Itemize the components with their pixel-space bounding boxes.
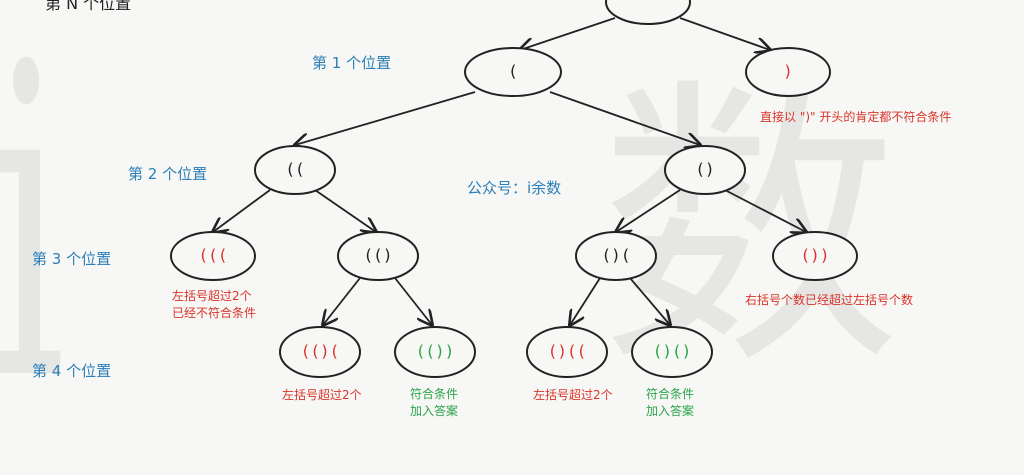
node-l1-right — [745, 47, 831, 97]
edge-l3-c-l4-c — [570, 277, 601, 325]
note-left-exceed-line-1: 左括号超过2个 — [172, 289, 252, 303]
position-label-2: 第 2 个位置 — [128, 165, 208, 183]
edge-l1-left-l2-right — [549, 91, 700, 145]
position-label-4: 第 4 个位置 — [32, 362, 112, 380]
node-text-l2-right: () — [695, 160, 714, 179]
edge-l3-b-l4-a — [323, 277, 361, 325]
node-text-l4-c: ()(( — [548, 342, 587, 361]
node-text-l1-right: ) — [783, 62, 793, 81]
node-l4-b — [394, 326, 476, 378]
tree-diagram: ( ) (( () ((( (() ()( ()) (()( (()) ()((… — [170, 0, 858, 378]
edge-l2-right-l3-d — [724, 189, 806, 232]
node-l3-a — [170, 231, 256, 281]
node-l1-left — [464, 47, 562, 97]
node-text-l4-b: (()) — [416, 342, 455, 361]
node-l4-c — [526, 326, 608, 378]
position-label-1: 第 1 个位置 — [312, 54, 392, 72]
node-l4-a — [279, 326, 361, 378]
node-l2-left — [254, 145, 336, 195]
note-right-paren-start: 直接以 ")" 开头的肯定都不符合条件 — [760, 110, 952, 124]
note-l4c: 左括号超过2个 — [533, 388, 613, 402]
note-l4d: 符合条件 加入答案 — [646, 386, 694, 420]
node-text-l2-left: (( — [285, 160, 304, 179]
node-text-l4-d: ()() — [653, 342, 692, 361]
node-l3-d — [772, 231, 858, 281]
note-l4d-line-2: 加入答案 — [646, 404, 695, 418]
node-l3-b — [337, 231, 419, 281]
node-text-l3-a: ((( — [199, 246, 228, 265]
note-l4d-line-1: 符合条件 — [646, 387, 695, 401]
edge-l3-c-l4-d — [629, 277, 670, 325]
node-text-l3-c: ()( — [602, 246, 631, 265]
note-l4b-line-2: 加入答案 — [410, 404, 459, 418]
node-l3-c — [575, 231, 657, 281]
note-l4a: 左括号超过2个 — [282, 388, 362, 402]
node-text-l4-a: (()( — [301, 342, 340, 361]
position-label-3: 第 3 个位置 — [32, 250, 112, 268]
edge-l3-b-l4-b — [394, 277, 432, 325]
edge-root-l1-left — [520, 17, 616, 50]
node-l4-d — [631, 326, 713, 378]
edge-l2-left-l3-b — [314, 189, 376, 232]
edge-root-l1-right — [679, 17, 770, 50]
edge-l2-left-l3-a — [213, 189, 271, 232]
node-l2-right — [664, 145, 746, 195]
note-l4b: 符合条件 加入答案 — [410, 386, 458, 420]
node-root — [605, 0, 691, 25]
node-text-l3-b: (() — [364, 246, 393, 265]
edge-l1-left-l2-left — [295, 91, 476, 145]
edge-l2-right-l3-c — [616, 189, 681, 232]
node-text-l3-d: ()) — [801, 246, 830, 265]
node-text-l1-left: ( — [508, 62, 518, 81]
note-l4b-line-1: 符合条件 — [410, 387, 459, 401]
brand-label: 公众号：i余数 — [467, 179, 562, 197]
note-left-exceed: 左括号超过2个 已经不符合条件 — [172, 288, 256, 322]
diagram-title-cut: 第 N 个位置 — [45, 0, 132, 13]
note-left-exceed-line-2: 已经不符合条件 — [172, 306, 257, 320]
note-right-exceed-left: 右括号个数已经超过左括号个数 — [745, 293, 914, 307]
